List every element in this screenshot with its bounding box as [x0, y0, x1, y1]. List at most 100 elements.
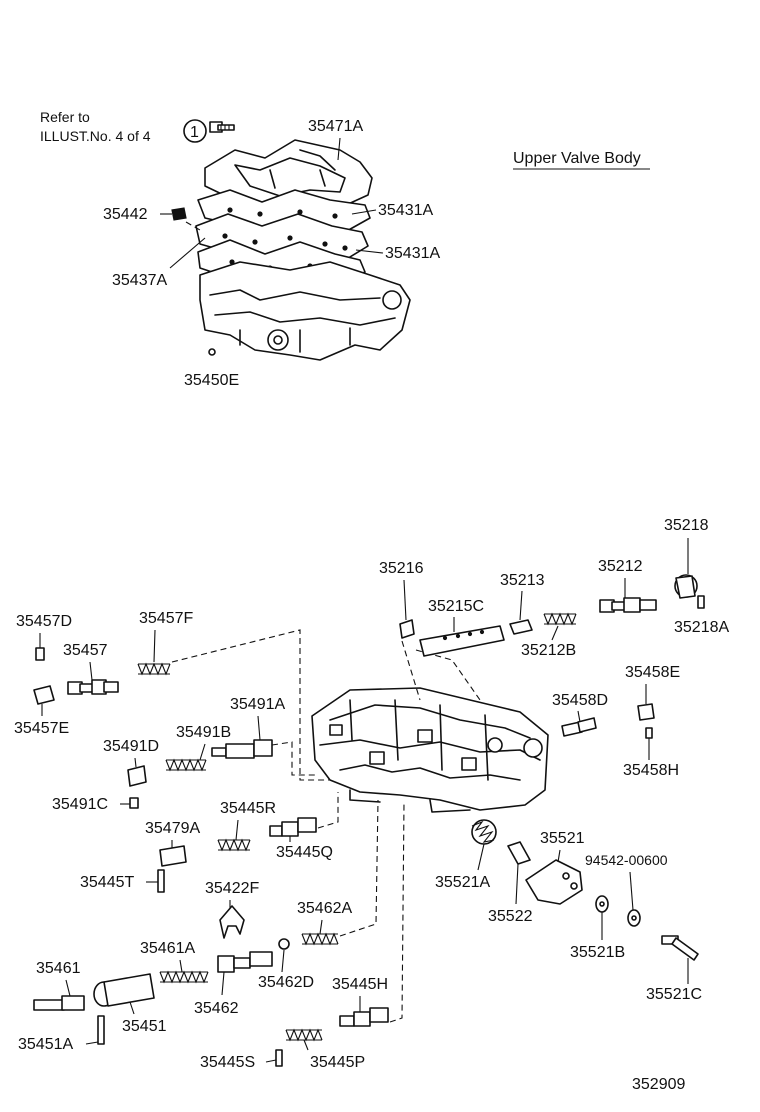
label-35451A: 35451A: [18, 1036, 73, 1053]
plug-35458E-icon: [637, 703, 655, 721]
label-35458H: 35458H: [623, 762, 679, 779]
drawing-number: 352909: [632, 1076, 685, 1093]
label-35422F: 35422F: [205, 880, 259, 897]
pin-35458H-icon: [645, 727, 653, 739]
retainer-35216-icon: [399, 619, 415, 639]
label-35479A: 35479A: [145, 820, 200, 837]
label-35462A: 35462A: [297, 900, 352, 917]
valve-35458D-icon: [561, 717, 597, 737]
spring-35462A-icon: [301, 932, 339, 946]
valve-35445Q-icon: [269, 817, 317, 837]
alignment-line-35445H: [389, 801, 405, 1023]
label-35218A: 35218A: [674, 619, 729, 636]
label-35213: 35213: [500, 572, 545, 589]
label-35445H: 35445H: [332, 976, 388, 993]
alignment-line-35491: [271, 741, 318, 776]
label-35437A: 35437A: [112, 272, 167, 289]
label-35457E: 35457E: [14, 720, 69, 737]
bolt-icon: [209, 121, 235, 133]
spring-35457F-icon: [137, 662, 171, 676]
valve-35461-icon: [33, 995, 85, 1011]
plug-35457E-icon: [33, 685, 55, 705]
label-35458E: 35458E: [625, 664, 680, 681]
pin-35445T-icon: [157, 869, 165, 893]
plug-35522-icon: [507, 841, 531, 865]
washer-94542-icon: [627, 909, 641, 927]
spring-35212B-icon: [543, 612, 577, 626]
valve-35212-icon: [599, 597, 657, 613]
washer-35521B-icon: [595, 895, 609, 913]
label-35522: 35522: [488, 908, 533, 925]
label-35462: 35462: [194, 1000, 239, 1017]
label-35445R: 35445R: [220, 800, 276, 817]
label-35431A-upper: 35431A: [378, 202, 433, 219]
label-35471A: 35471A: [308, 118, 363, 135]
reference-note-line1: Refer to: [40, 109, 90, 125]
bolt-35521C-icon: [661, 935, 699, 961]
alignment-line-35457: [171, 629, 330, 781]
pin-35462D-icon: [278, 938, 290, 950]
spring-35521A-icon: [471, 819, 497, 845]
pin-35218A-icon: [697, 595, 705, 609]
valve-35445H-icon: [339, 1007, 389, 1027]
label-35521C: 35521C: [646, 986, 702, 1003]
valve-35462-icon: [217, 951, 273, 973]
label-35457: 35457: [63, 642, 108, 659]
circled-reference-badge: 1: [183, 119, 207, 143]
spring-35461A-icon: [159, 970, 209, 984]
label-94542-00600: 94542-00600: [585, 852, 668, 868]
label-35442: 35442: [103, 206, 148, 223]
check-ball-icon: [208, 348, 216, 356]
plug-35218-icon: [674, 574, 698, 599]
clip-35422F-icon: [219, 905, 245, 939]
pin-35491C-icon: [129, 797, 139, 809]
plug-35479A-icon: [159, 845, 187, 867]
label-35521A: 35521A: [435, 874, 490, 891]
sleeve-35215C-icon: [419, 625, 505, 657]
label-35458D: 35458D: [552, 692, 608, 709]
label-35445S: 35445S: [200, 1054, 255, 1071]
label-35491B: 35491B: [176, 724, 231, 741]
main-valve-body-casting: [311, 687, 549, 813]
plug-35491D-icon: [127, 765, 147, 787]
label-35521B: 35521B: [570, 944, 625, 961]
label-35445P: 35445P: [310, 1054, 365, 1071]
label-35461A: 35461A: [140, 940, 195, 957]
pin-35451A-icon: [97, 1015, 105, 1045]
label-35461: 35461: [36, 960, 81, 977]
plug-35213-icon: [509, 619, 533, 635]
label-35457D: 35457D: [16, 613, 72, 630]
upper-valve-body-cover-plate: [204, 139, 373, 213]
pin-35457D-icon: [35, 647, 45, 661]
upper-valve-body-casting: [199, 261, 411, 361]
spring-35445R-icon: [217, 838, 251, 852]
label-35491D: 35491D: [103, 738, 159, 755]
alignment-line-35445: [317, 792, 339, 829]
valve-35457-icon: [67, 679, 119, 695]
svg-text:1: 1: [190, 124, 199, 141]
valve-35491A-icon: [211, 739, 273, 759]
spring-35491B-icon: [165, 758, 207, 772]
label-35462D: 35462D: [258, 974, 314, 991]
check-ball-cap-icon: [171, 207, 187, 221]
label-35215C: 35215C: [428, 598, 484, 615]
label-35445Q: 35445Q: [276, 844, 333, 861]
label-35491C: 35491C: [52, 796, 108, 813]
alignment-line-35462: [339, 799, 379, 937]
label-35212B: 35212B: [521, 642, 576, 659]
label-35457F: 35457F: [139, 610, 193, 627]
label-35212: 35212: [598, 558, 643, 575]
alignment-line-35216: [401, 640, 421, 701]
label-35450E: 35450E: [184, 372, 239, 389]
spring-35445P-icon: [285, 1028, 323, 1042]
label-35451: 35451: [122, 1018, 167, 1035]
label-35216: 35216: [379, 560, 424, 577]
sleeve-35451-icon: [93, 973, 155, 1007]
cover-35521-icon: [525, 859, 583, 905]
pin-35445S-icon: [275, 1049, 283, 1067]
label-35431A-lower: 35431A: [385, 245, 440, 262]
label-35445T: 35445T: [80, 874, 134, 891]
label-35491A: 35491A: [230, 696, 285, 713]
diagram-title: Upper Valve Body: [513, 150, 641, 167]
